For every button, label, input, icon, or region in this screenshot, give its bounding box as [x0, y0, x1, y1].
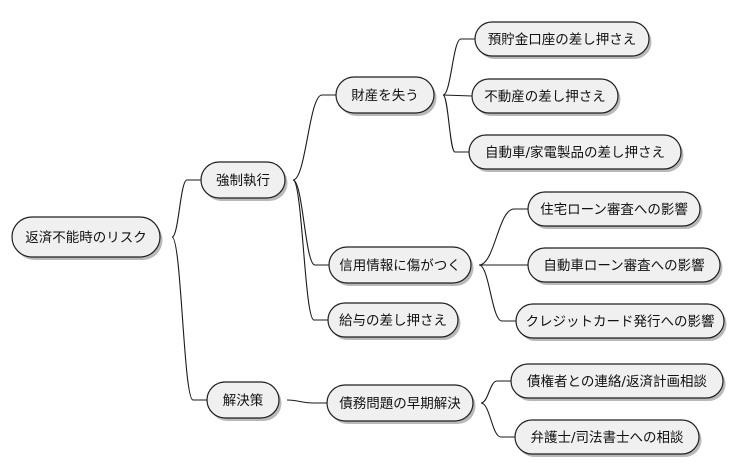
node-box [515, 303, 725, 339]
node-box [510, 363, 724, 399]
node-label: 不動産の差し押さえ [484, 89, 606, 105]
node-label: 強制執行 [216, 173, 270, 189]
edge-zaisan-to-fudosan [442, 94, 473, 97]
mindmap-node-jidosha-loan[interactable]: 自動車ローン審査への影響 [527, 247, 723, 285]
node-box [11, 216, 161, 258]
node-label: 給与の差し押さえ [339, 313, 447, 329]
node-label: 弁護士/司法書士への相談 [530, 430, 684, 446]
node-box [206, 381, 280, 419]
node-box [327, 302, 459, 338]
edge-root-to-kaiketsu [171, 236, 207, 401]
node-box [468, 134, 682, 170]
edge-saimu-to-bengoshi [480, 402, 515, 438]
mindmap-node-root[interactable]: 返済不能時のリスク [11, 216, 163, 260]
node-box [326, 384, 474, 422]
edge-root-to-kyosei [171, 179, 201, 238]
node-box [514, 419, 700, 455]
node-label: クレジットカード発行への影響 [526, 313, 715, 330]
node-label: 債務問題の早期解決 [339, 396, 461, 412]
mindmap-node-credit-card[interactable]: クレジットカード発行への影響 [515, 303, 727, 341]
mindmap-node-kyuyo[interactable]: 給与の差し押さえ [327, 302, 461, 340]
edge-zaisan-to-jidosha-kaden [442, 94, 469, 153]
edge-zaisan-to-yochokin [442, 38, 475, 96]
mindmap-node-shinyo[interactable]: 信用情報に傷がつく [328, 246, 474, 286]
edge-shinyo-to-jutaku-loan [478, 208, 528, 266]
node-box [200, 161, 286, 199]
edge-kyosei-to-zaisan [292, 94, 336, 181]
node-box [527, 191, 701, 227]
edge-shinyo-to-credit-card [478, 264, 516, 322]
mindmap-node-saimu[interactable]: 債務問題の早期解決 [326, 384, 476, 424]
mindmap-node-jidosha-kaden[interactable]: 自動車/家電製品の差し押さえ [468, 134, 684, 172]
edge-saimu-to-saikensha [480, 380, 511, 404]
mindmap-node-zaisan[interactable]: 財産を失う [335, 76, 437, 116]
mindmap-node-kyosei[interactable]: 強制執行 [200, 161, 288, 201]
mindmap-node-yochokin[interactable]: 預貯金口座の差し押さえ [474, 21, 652, 59]
edge-kaiketsu-to-saimu [286, 399, 327, 404]
mindmap-node-bengoshi[interactable]: 弁護士/司法書士への相談 [514, 419, 702, 457]
node-label: 自動車/家電製品の差し押さえ [485, 144, 665, 161]
mindmap-node-fudosan[interactable]: 不動産の差し押さえ [471, 78, 621, 116]
mindmap-node-jutaku-loan[interactable]: 住宅ローン審査への影響 [527, 191, 703, 229]
node-label: 返済不能時のリスク [25, 230, 147, 246]
edge-kyosei-to-shinyo [292, 179, 329, 266]
node-label: 解決策 [223, 392, 264, 409]
node-box [328, 246, 472, 284]
node-label: 預貯金口座の差し押さえ [488, 32, 637, 48]
node-box [474, 21, 650, 57]
node-box [471, 78, 619, 114]
node-label: 信用情報に傷がつく [339, 258, 461, 274]
node-label: 住宅ローン審査への影響 [540, 201, 688, 218]
node-label: 財産を失う [351, 88, 419, 104]
mindmap-node-kaiketsu[interactable]: 解決策 [206, 381, 282, 421]
edge-layer [171, 38, 528, 438]
node-box [335, 76, 435, 114]
edge-kyosei-to-kyuyo [292, 179, 328, 321]
node-label: 債権者との連絡/返済計画相談 [527, 373, 707, 390]
node-label: 自動車ローン審査への影響 [543, 257, 704, 274]
mindmap-node-saikensha[interactable]: 債権者との連絡/返済計画相談 [510, 363, 726, 401]
node-box [527, 247, 721, 283]
